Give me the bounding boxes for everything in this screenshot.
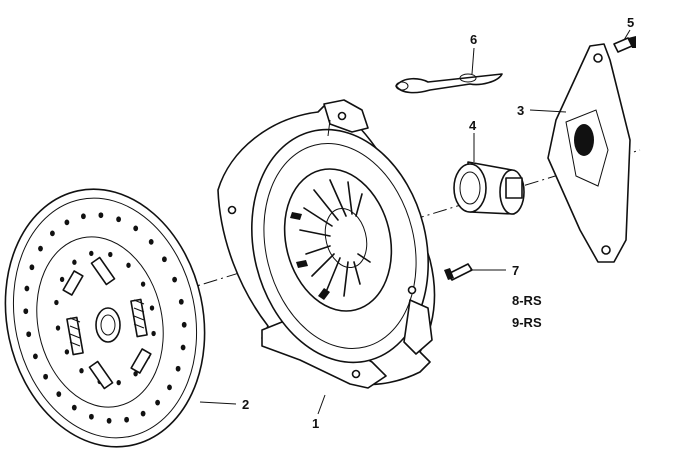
callout-part4: 4 — [469, 118, 477, 133]
disc-rivet-hole — [81, 213, 86, 220]
disc-rivet-hole — [175, 365, 181, 372]
callout-part2: 2 — [242, 397, 249, 412]
disc-rivet-hole — [59, 276, 65, 283]
disc-rivet-hole — [89, 250, 94, 257]
disc-rivet-hole — [106, 417, 112, 424]
disc-rivet-hole — [50, 230, 55, 237]
bolt-drawing — [444, 263, 473, 281]
disc-rivet-hole — [172, 276, 178, 283]
disc-rivet-hole — [54, 299, 59, 306]
clutch-disc-drawing — [4, 188, 206, 448]
disc-rivet-hole — [43, 373, 48, 380]
disc-rivet-hole — [116, 216, 121, 223]
disc-rivet-hole — [133, 371, 138, 377]
callout-part8: 8-RS — [512, 293, 542, 308]
leader-part1 — [317, 394, 326, 415]
disc-rivet-hole — [149, 305, 155, 311]
disc-rivet-hole — [124, 416, 129, 423]
disc-rivet-holes — [23, 212, 187, 424]
leader-part3 — [529, 109, 567, 113]
disc-rivet-hole — [167, 384, 172, 391]
disc-rivet-hole — [38, 245, 43, 252]
disc-rivet-hole — [72, 259, 77, 265]
disc-rivet-hole — [29, 264, 35, 271]
disc-rivet-hole — [55, 325, 61, 331]
disc-rivet-hole — [98, 212, 104, 219]
callout-part5: 5 — [627, 15, 634, 30]
disc-rivet-hole — [133, 225, 139, 232]
disc-rivet-hole — [140, 281, 146, 287]
leader-part5 — [623, 29, 631, 41]
disc-rivet-hole — [24, 285, 30, 292]
disc-rivet-hole — [148, 239, 154, 245]
disc-rivet-hole — [151, 330, 156, 337]
disc-rivet-hole — [178, 298, 184, 305]
disc-rivet-hole — [181, 321, 187, 328]
disc-rivet-hole — [56, 391, 62, 397]
disc-rivet-hole — [26, 331, 32, 338]
callout-part9: 9-RS — [512, 315, 542, 330]
disc-rivet-hole — [79, 368, 84, 374]
callout-part3: 3 — [517, 103, 524, 118]
spring-clip-drawing — [395, 73, 503, 94]
disc-rivet-hole — [155, 399, 161, 406]
callout-part1: 1 — [312, 416, 319, 431]
disc-rivet-hole — [108, 251, 113, 258]
callout-part7: 7 — [512, 263, 519, 278]
release-lever-drawing — [547, 43, 631, 263]
pin-drawing — [613, 36, 636, 53]
disc-rivet-hole — [23, 308, 29, 315]
disc-rivet-hole — [64, 219, 70, 226]
disc-rivet-hole — [89, 413, 94, 420]
disc-rivet-hole — [71, 404, 77, 411]
disc-rivet-hole — [180, 344, 186, 351]
leader-part6 — [471, 47, 475, 75]
pressure-plate-drawing — [217, 99, 436, 389]
disc-rivet-hole — [126, 262, 131, 268]
disc-rivet-hole — [162, 256, 167, 263]
leader-part2 — [199, 401, 237, 405]
callout-part6: 6 — [470, 32, 477, 47]
release-bearing-drawing — [453, 161, 525, 215]
disc-rivet-hole — [64, 349, 70, 355]
leader-part1-top — [327, 119, 331, 137]
disc-rivet-hole — [116, 379, 121, 386]
disc-rivet-hole — [33, 353, 38, 360]
disc-rivet-hole — [140, 410, 146, 417]
